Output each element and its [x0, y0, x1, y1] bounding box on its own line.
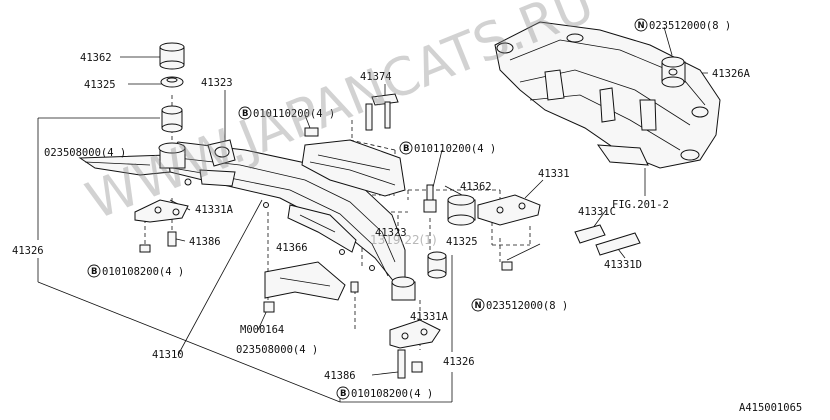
label-41325-top: 41325 [84, 79, 116, 91]
label-fig-ref: FIG.201-2 [612, 199, 669, 211]
part-labels: 41362 41325 41323 41374 B 010110200(4 ) … [12, 18, 802, 414]
bracket-41331 [477, 194, 541, 271]
label-41325-mid: 41325 [446, 236, 478, 248]
label-nut-n-top: 023512000(8 ) [649, 20, 731, 32]
label-41331: 41331 [538, 168, 570, 180]
label-41326-left: 41326 [12, 245, 44, 257]
brackets-41331c-41331d [574, 224, 641, 256]
label-41326-bottom: 41326 [443, 356, 475, 368]
bracket-41323-upper [207, 139, 236, 167]
label-023508000-left: 023508000(4 ) [44, 147, 126, 159]
circle-b-icon: B [91, 267, 97, 277]
label-41331d: 41331D [604, 259, 642, 271]
label-m000164: M000164 [240, 324, 284, 336]
label-41331a-left: 41331A [195, 204, 234, 216]
circle-b-icon: B [242, 109, 248, 119]
bracket-41366 [263, 261, 359, 313]
label-41331c: 41331C [578, 206, 616, 218]
label-41386-left: 41386 [189, 236, 221, 248]
circle-n-icon: N [638, 21, 645, 31]
label-41386-bottom: 41386 [324, 370, 356, 382]
label-41323-mid: 41323 [375, 227, 407, 239]
bushing-bottom [391, 276, 416, 301]
drawing-code: A415001065 [739, 402, 802, 414]
circle-b-icon: B [340, 389, 346, 399]
label-41323-top: 41323 [201, 77, 233, 89]
center-bracket [301, 139, 406, 197]
circle-b-icon: B [403, 144, 409, 154]
label-41374: 41374 [360, 71, 392, 83]
bolt-mid [423, 184, 437, 213]
crossmember-41310 [78, 141, 406, 284]
bracket-41331a-left [134, 199, 189, 253]
label-bolt-b-top: 010110200(4 ) [253, 108, 335, 120]
circle-n-icon: N [475, 301, 482, 311]
label-nut-n-mid: 023512000(8 ) [486, 300, 568, 312]
bushing-41326a [661, 56, 686, 88]
stamp-text: 1319.22(1) [370, 233, 437, 247]
label-41310: 41310 [152, 349, 184, 361]
bushing-41362-mid [447, 194, 476, 226]
bushing-stack-left [158, 42, 186, 169]
bracket-41331a-bottom [389, 319, 441, 379]
label-41362-mid: 41362 [460, 181, 492, 193]
label-41326a: 41326A [712, 68, 751, 80]
label-41366: 41366 [276, 242, 308, 254]
label-41362-top: 41362 [80, 52, 112, 64]
label-bolt-b-bottom: 010108200(4 ) [351, 388, 433, 400]
bolt-upper [304, 127, 319, 137]
label-023508000-bottom: 023508000(4 ) [236, 344, 318, 356]
label-bolt-b-left: 010108200(4 ) [102, 266, 184, 278]
label-41331a-bottom: 41331A [410, 311, 449, 323]
bushing-41325-mid [427, 251, 447, 279]
link-41374 [365, 93, 399, 131]
dashed-assembly-lines [144, 95, 531, 350]
leader-lines [37, 26, 708, 403]
label-bolt-b-mid: 010110200(4 ) [414, 143, 496, 155]
subframe-assembly [494, 21, 721, 169]
